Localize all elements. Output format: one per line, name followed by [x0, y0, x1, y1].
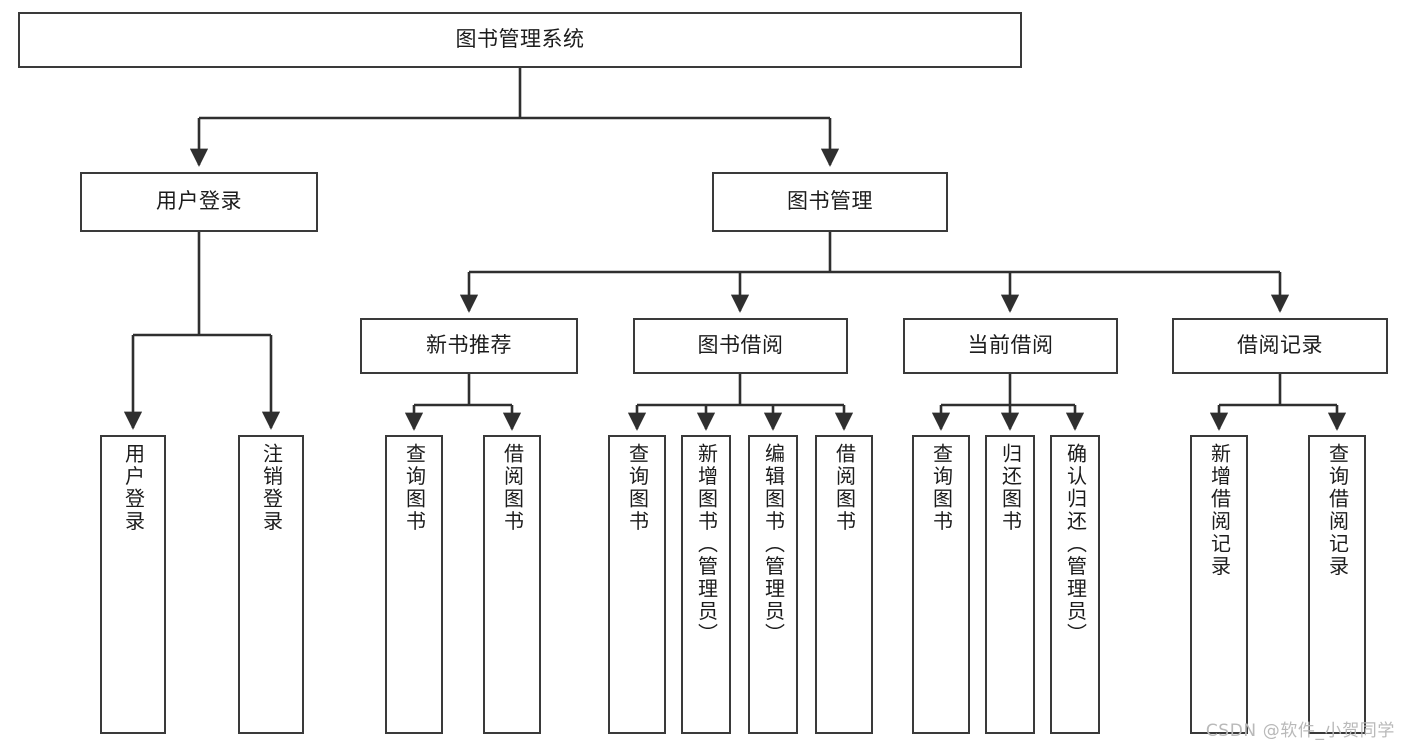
- node-label: 当前借阅: [967, 333, 1054, 358]
- node-root-system[interactable]: 图书管理系统: [18, 12, 1022, 68]
- node-leaf-edit-book-admin[interactable]: 编辑图书（管理员）: [748, 435, 798, 734]
- node-label: 图书管理系统: [455, 27, 585, 52]
- node-label: 查询图书: [402, 443, 427, 533]
- node-label: 借阅记录: [1237, 333, 1323, 358]
- node-leaf-return-book[interactable]: 归还图书: [985, 435, 1035, 734]
- node-label: 归还图书: [998, 443, 1023, 533]
- node-leaf-query-book-borrow[interactable]: 查询图书: [608, 435, 666, 734]
- node-leaf-query-book-current[interactable]: 查询图书: [912, 435, 970, 734]
- node-leaf-borrow-book[interactable]: 借阅图书: [815, 435, 873, 734]
- node-label: 查询图书: [929, 443, 954, 533]
- node-leaf-borrow-book-new[interactable]: 借阅图书: [483, 435, 541, 734]
- node-leaf-add-borrow-record[interactable]: 新增借阅记录: [1190, 435, 1248, 734]
- node-leaf-add-book-admin[interactable]: 新增图书（管理员）: [681, 435, 731, 734]
- node-leaf-logout[interactable]: 注销登录: [238, 435, 304, 734]
- node-book-management[interactable]: 图书管理: [712, 172, 948, 232]
- node-leaf-confirm-return-admin[interactable]: 确认归还（管理员）: [1050, 435, 1100, 734]
- node-label: 借阅图书: [500, 443, 525, 533]
- node-leaf-query-book-new[interactable]: 查询图书: [385, 435, 443, 734]
- node-label: 编辑图书（管理员）: [761, 443, 786, 646]
- node-label: 新增借阅记录: [1207, 443, 1232, 578]
- node-label: 用户登录: [156, 189, 242, 214]
- node-label: 借阅图书: [832, 443, 857, 533]
- node-book-borrow[interactable]: 图书借阅: [633, 318, 848, 374]
- node-new-book-recommend[interactable]: 新书推荐: [360, 318, 578, 374]
- node-label: 图书管理: [787, 189, 873, 214]
- node-label: 图书借阅: [697, 333, 784, 358]
- node-label: 确认归还（管理员）: [1063, 443, 1088, 646]
- watermark-text: CSDN @软件_小贺同学: [1205, 721, 1395, 741]
- node-borrow-record[interactable]: 借阅记录: [1172, 318, 1388, 374]
- node-label: 用户登录: [121, 443, 146, 533]
- node-label: 新书推荐: [426, 333, 512, 358]
- node-label: 注销登录: [259, 443, 284, 533]
- node-label: 查询借阅记录: [1325, 443, 1350, 578]
- node-label: 查询图书: [625, 443, 650, 533]
- node-user-login[interactable]: 用户登录: [80, 172, 318, 232]
- node-leaf-user-login[interactable]: 用户登录: [100, 435, 166, 734]
- node-label: 新增图书（管理员）: [694, 443, 719, 646]
- node-current-borrow[interactable]: 当前借阅: [903, 318, 1118, 374]
- node-leaf-query-borrow-record[interactable]: 查询借阅记录: [1308, 435, 1366, 734]
